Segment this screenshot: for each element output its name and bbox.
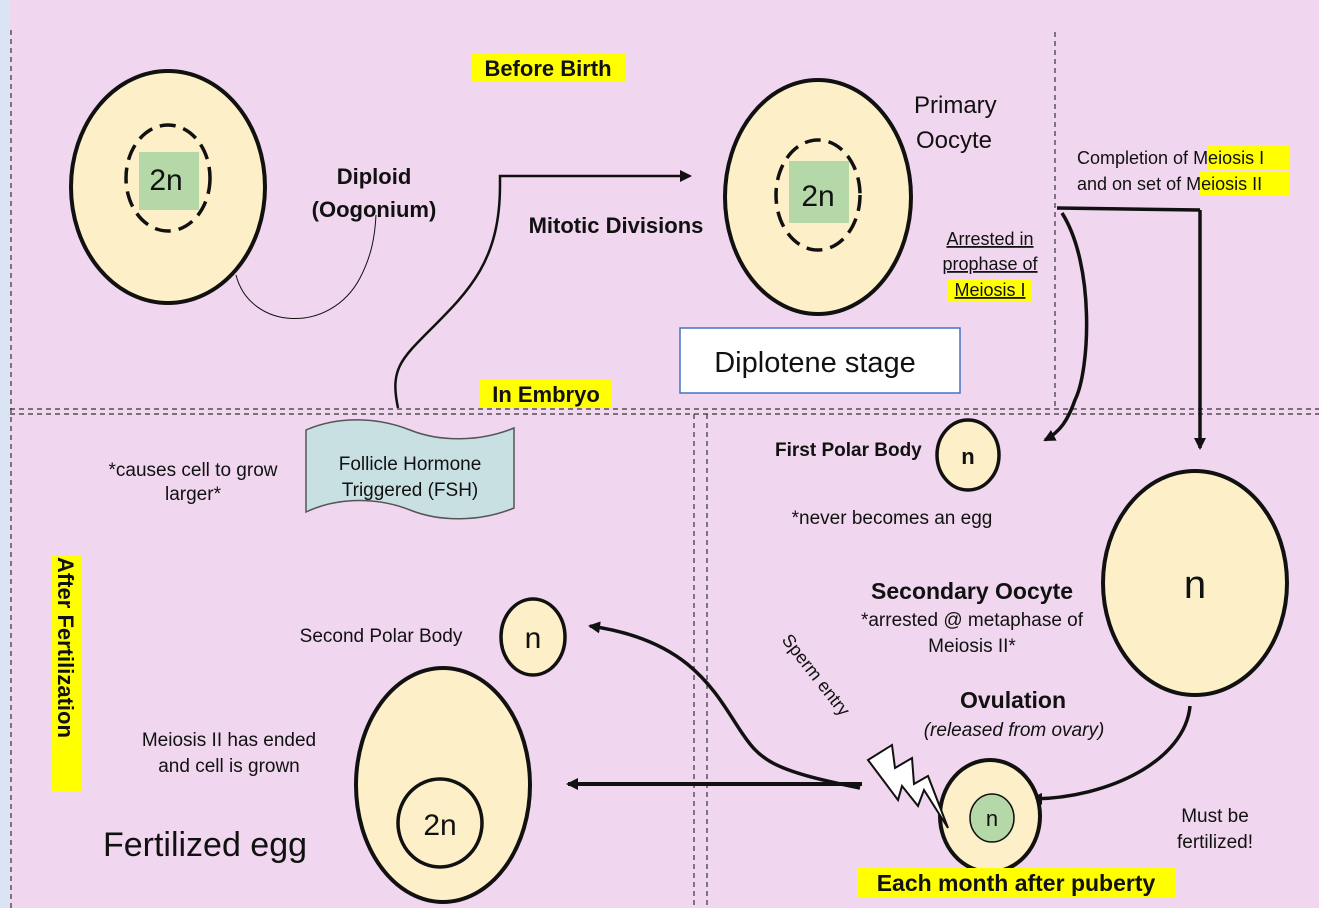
oogonium-label: (Oogonium)	[312, 197, 437, 222]
ovulated-oocyte-cell: n	[938, 758, 1042, 874]
after-fertilization-highlight	[51, 555, 81, 791]
oogonium-label-connector	[235, 214, 377, 320]
second-polar-body-label: Second Polar Body	[300, 626, 463, 647]
fsh-box	[305, 419, 515, 520]
completion-line2-prefix: and on set of	[1077, 174, 1186, 194]
first-polar-body-label: First Polar Body	[775, 440, 922, 461]
oogonium-cell: 2n	[69, 69, 267, 305]
section-dividers	[10, 30, 1319, 908]
completion-line-2: and on set of Meiosis II	[1077, 174, 1262, 194]
ovulated-oocyte-nucleus	[969, 793, 1015, 843]
in-embryo-label: In Embryo	[492, 382, 600, 407]
grow-label-1: *causes cell to grow	[109, 460, 278, 481]
must-be-label-1: Must be	[1181, 806, 1249, 827]
meiosis-ended-2: and cell is grown	[158, 756, 300, 777]
after-fertilization-label: After Fertilization	[53, 557, 78, 738]
to-first-polar-body-arrow	[1043, 212, 1089, 442]
primary-oocyte-ploidy: 2n	[801, 180, 834, 213]
ovulated-oocyte-ploidy: n	[986, 806, 998, 831]
ovulation-arrow	[1030, 705, 1192, 805]
completion-prefix: Completion of	[1077, 148, 1193, 168]
completion-meiosis1-highlight	[1208, 146, 1290, 170]
second-polar-body-cell: n	[499, 597, 567, 677]
before-birth-highlight	[472, 54, 626, 82]
arrested-label-1: Arrested in	[946, 229, 1033, 249]
each-month-highlight	[857, 868, 1175, 898]
secondary-arrest-1: *arrested @ metaphase of	[861, 610, 1084, 631]
fertilized-egg-label: Fertilized egg	[103, 826, 307, 864]
secondary-oocyte-cell: n	[1101, 469, 1289, 697]
arrested-label-3: Meiosis I	[954, 280, 1025, 300]
primary-oocyte-nucleus	[789, 161, 849, 223]
oogonium-ploidy: 2n	[149, 164, 182, 197]
lightning-bolt-icon	[866, 743, 949, 829]
zygote-ploidy: 2n	[423, 809, 456, 842]
arrested-meiosis-highlight	[948, 279, 1031, 302]
never-egg-label: *never becomes an egg	[792, 508, 993, 529]
must-be-label-2: fertilized!	[1177, 832, 1253, 853]
ovulation-label: Ovulation	[960, 687, 1066, 713]
arrested-label-2: prophase of	[942, 254, 1038, 274]
primary-oocyte-label-2: Oocyte	[916, 127, 992, 154]
to-second-polar-body-arrow	[588, 621, 861, 790]
primary-oocyte-label-1: Primary	[914, 92, 997, 119]
fsh-label-2: Triggered (FSH)	[342, 480, 479, 501]
first-polar-body-ploidy: n	[961, 444, 974, 469]
secondary-oocyte-label: Secondary Oocyte	[871, 578, 1073, 604]
completion-meiosis2: Meiosis II	[1186, 174, 1262, 194]
first-polar-body-cell: n	[935, 418, 1001, 492]
mitotic-divisions-arrow	[394, 170, 692, 409]
meiosis-ended-1: Meiosis II has ended	[142, 730, 316, 751]
fertilized-egg-cell: 2n	[354, 666, 532, 904]
oogonium-nucleus	[139, 152, 199, 210]
in-embryo-highlight	[480, 380, 612, 408]
completion-meiosis1: Meiosis I	[1193, 148, 1264, 168]
each-month-label: Each month after puberty	[877, 870, 1156, 896]
second-polar-body-ploidy: n	[525, 622, 542, 655]
fsh-label-1: Follicle Hormone	[339, 454, 482, 475]
before-birth-label: Before Birth	[484, 56, 611, 81]
secondary-arrest-2: Meiosis II*	[928, 636, 1016, 657]
diplotene-label: Diplotene stage	[714, 347, 916, 379]
secondary-oocyte-ploidy: n	[1184, 563, 1206, 607]
diplotene-box	[679, 327, 961, 394]
mitotic-divisions-label: Mitotic Divisions	[529, 213, 704, 238]
completion-line-1: Completion of Meiosis I	[1077, 148, 1264, 168]
primary-oocyte-cell: 2n	[723, 78, 913, 316]
released-label: (released from ovary)	[924, 720, 1105, 741]
grow-label-2: larger*	[165, 484, 222, 505]
completion-meiosis2-highlight	[1200, 172, 1290, 196]
meiosis-split-line	[1056, 206, 1201, 212]
diploid-label: Diploid	[337, 164, 412, 189]
